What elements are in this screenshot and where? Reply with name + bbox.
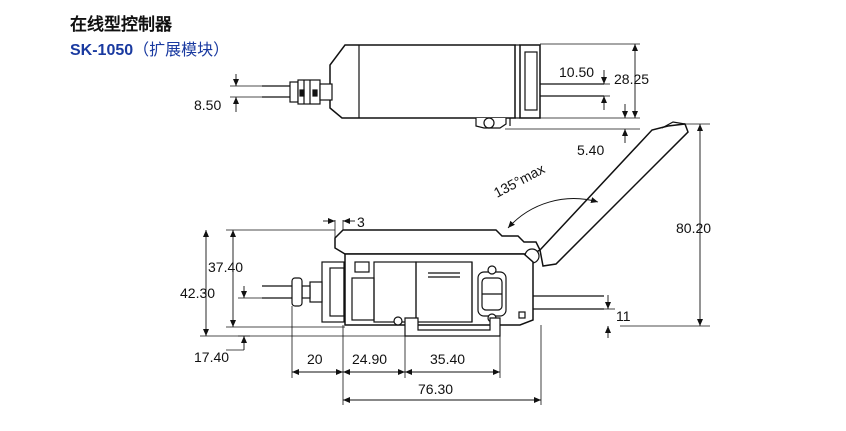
dim-11: 11: [616, 308, 631, 324]
dim-76-30: 76.30: [418, 381, 453, 397]
side-view: [262, 121, 689, 337]
dim-24-90: 24.90: [352, 351, 387, 367]
dim-80-20: 80.20: [676, 220, 711, 236]
dim-20: 20: [307, 351, 323, 367]
model-name: SK-1050: [70, 42, 134, 59]
page-title: 在线型控制器: [70, 15, 172, 34]
model-note: （扩展模块）: [133, 42, 230, 59]
dim-37-40: 37.40: [208, 259, 243, 275]
top-view: [230, 43, 640, 143]
side-dimensions: [200, 123, 710, 405]
dim-42-30: 42.30: [180, 285, 215, 301]
dim-28-25: 28.25: [614, 71, 649, 87]
dim-8-50: 8.50: [194, 97, 221, 113]
model-subtitle: SK-1050（扩展模块）: [70, 36, 229, 60]
dim-10-50: 10.50: [559, 64, 594, 80]
dim-3: 3: [357, 214, 365, 230]
dim-35-40: 35.40: [430, 351, 465, 367]
dim-17-40: 17.40: [194, 349, 229, 365]
angle-135-max: 135°max: [491, 161, 547, 201]
dim-5-40: 5.40: [577, 142, 604, 158]
